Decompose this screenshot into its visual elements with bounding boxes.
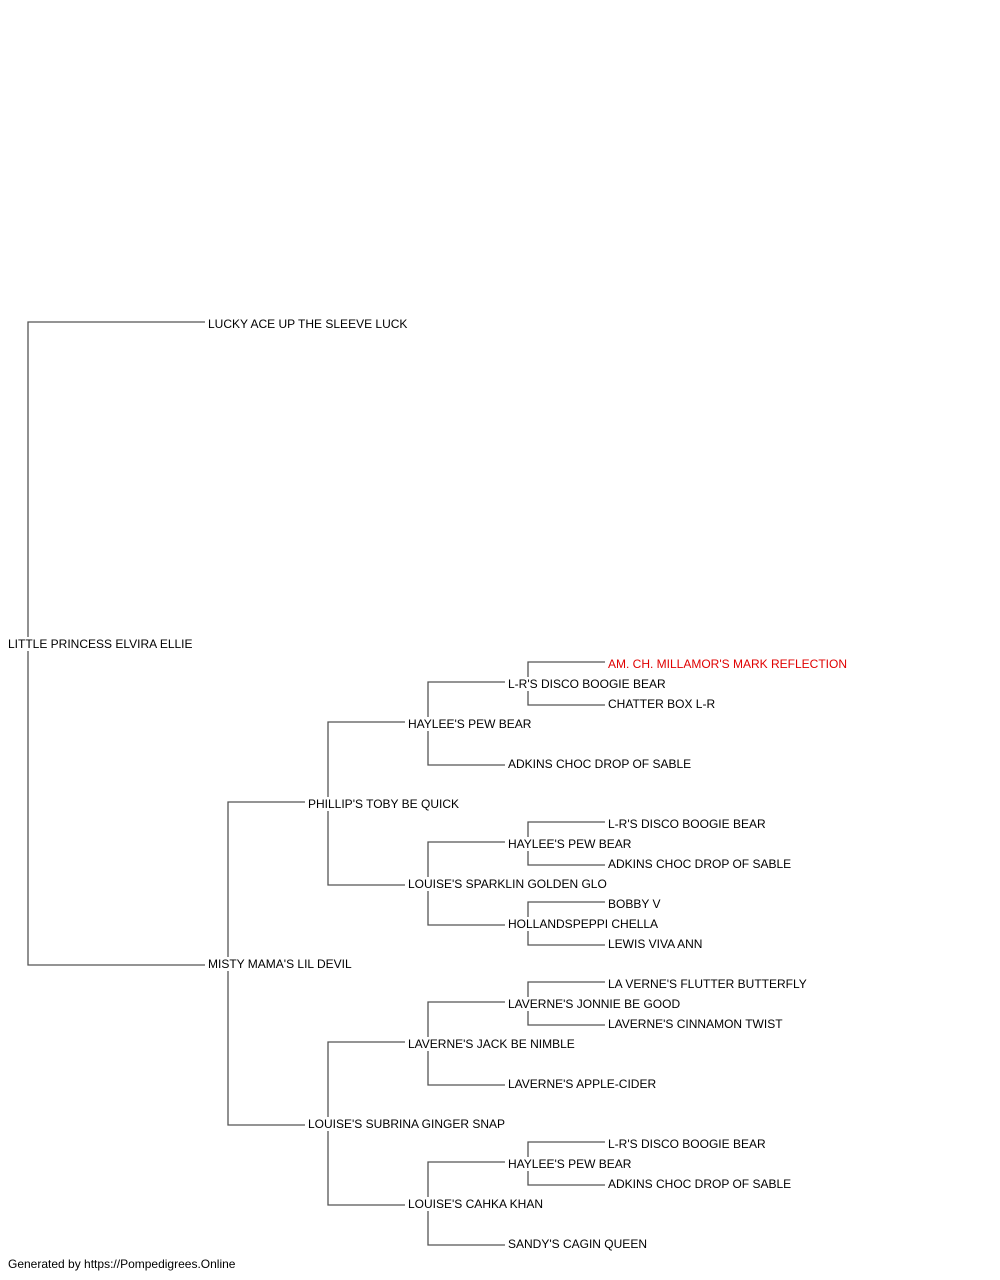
dam-dam-dam[interactable]: LOUISE'S CAHKA KHAN (407, 1197, 544, 1211)
dam-sire-dam[interactable]: LOUISE'S SPARKLIN GOLDEN GLO (407, 877, 608, 891)
dam-sire-sire-sire[interactable]: L-R'S DISCO BOOGIE BEAR (507, 677, 667, 691)
dam-sire-sire[interactable]: HAYLEE'S PEW BEAR (407, 717, 533, 731)
gen6-ddssd[interactable]: LAVERNE'S CINNAMON TWIST (607, 1017, 784, 1031)
dam-sire-dam-dam[interactable]: HOLLANDSPEPPI CHELLA (507, 917, 660, 931)
gen6-dsddd[interactable]: LEWIS VIVA ANN (607, 937, 704, 951)
dam-dam-sire-sire[interactable]: LAVERNE'S JONNIE BE GOOD (507, 997, 682, 1011)
dam-sire[interactable]: PHILLIP'S TOBY BE QUICK (307, 797, 461, 811)
dam-dam-sire[interactable]: LAVERNE'S JACK BE NIMBLE (407, 1037, 576, 1051)
champion-ancestor[interactable]: AM. CH. MILLAMOR'S MARK REFLECTION (607, 657, 848, 671)
dam-sire-sire-dam[interactable]: ADKINS CHOC DROP OF SABLE (507, 757, 693, 771)
dam-dam-dam-sire[interactable]: HAYLEE'S PEW BEAR (507, 1157, 633, 1171)
gen6-dddss[interactable]: L-R'S DISCO BOOGIE BEAR (607, 1137, 767, 1151)
gen6-dsdss[interactable]: L-R'S DISCO BOOGIE BEAR (607, 817, 767, 831)
footer-credit: Generated by https://Pompedigrees.Online (8, 1257, 236, 1271)
gen6-dsdds[interactable]: BOBBY V (607, 897, 662, 911)
dam-dam-dam-dam[interactable]: SANDY'S CAGIN QUEEN (507, 1237, 648, 1251)
gen6-dddsd[interactable]: ADKINS CHOC DROP OF SABLE (607, 1177, 793, 1191)
subject-dog[interactable]: LITTLE PRINCESS ELVIRA ELLIE (7, 637, 194, 651)
dam[interactable]: MISTY MAMA'S LIL DEVIL (207, 957, 353, 971)
gen6-ddsss[interactable]: LA VERNE'S FLUTTER BUTTERFLY (607, 977, 808, 991)
dam-sire-dam-sire[interactable]: HAYLEE'S PEW BEAR (507, 837, 633, 851)
dam-dam[interactable]: LOUISE'S SUBRINA GINGER SNAP (307, 1117, 507, 1131)
gen6-dsdsd[interactable]: ADKINS CHOC DROP OF SABLE (607, 857, 793, 871)
sire[interactable]: LUCKY ACE UP THE SLEEVE LUCK (207, 317, 409, 331)
gen6-dsssd[interactable]: CHATTER BOX L-R (607, 697, 717, 711)
dam-dam-sire-dam[interactable]: LAVERNE'S APPLE-CIDER (507, 1077, 658, 1091)
